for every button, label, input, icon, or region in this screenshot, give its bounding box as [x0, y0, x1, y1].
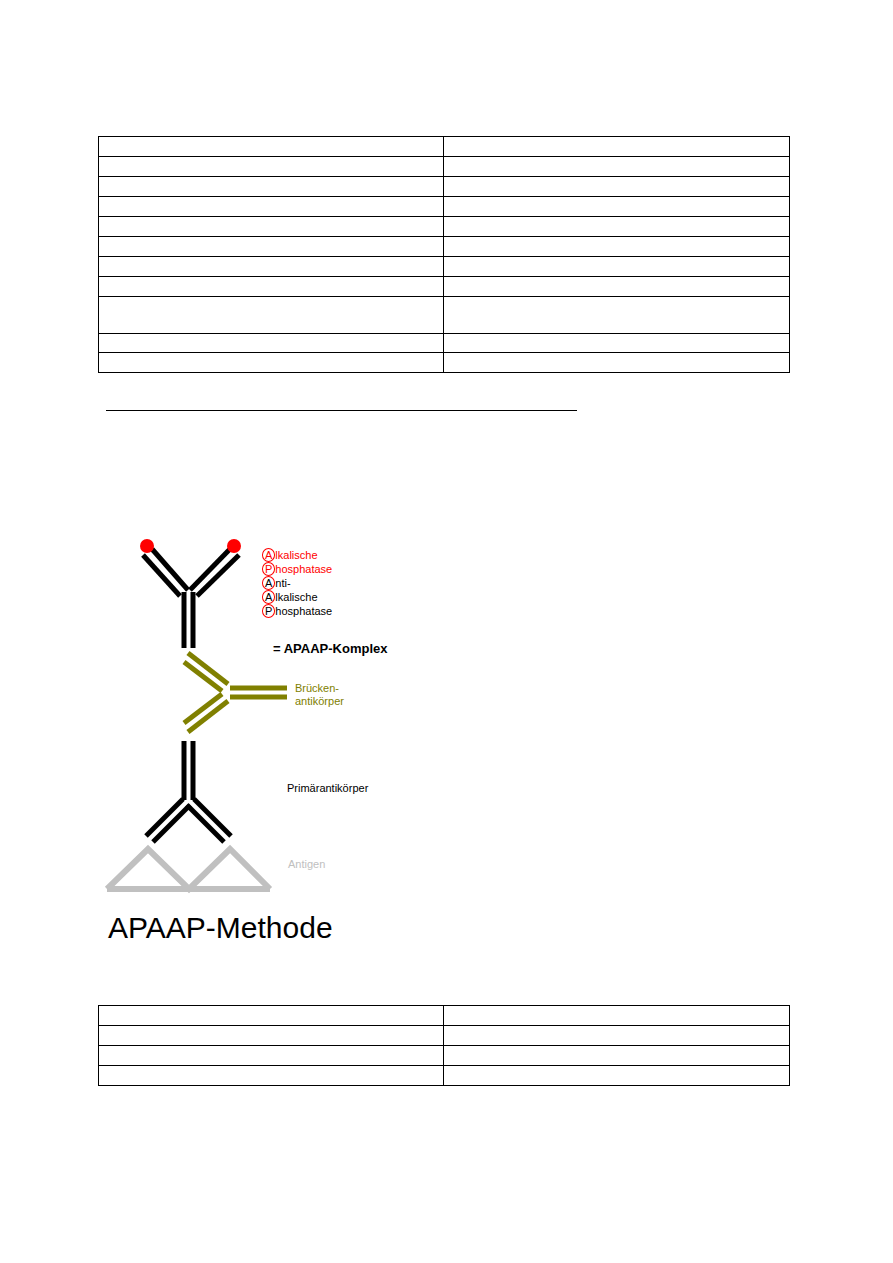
heading-underline — [106, 410, 577, 411]
bridge-antibody — [184, 653, 287, 732]
primary-antibody — [146, 741, 231, 842]
enzyme-label: Alkalische — [262, 549, 318, 562]
top-table — [98, 136, 790, 373]
bottom-table — [98, 1005, 790, 1086]
enzyme-label: Anti- — [262, 577, 291, 590]
antigen-label: Antigen — [288, 858, 325, 871]
figure-caption: APAAP-Methode — [108, 910, 333, 946]
apaap-complex-antibody — [140, 539, 241, 648]
bridge-label: Brücken- antikörper — [295, 682, 357, 708]
complex-label: = APAAP-Komplex — [273, 641, 388, 657]
enzyme-label: Alkalische — [262, 591, 318, 604]
antigen-shape — [107, 849, 270, 889]
enzyme-label: Phosphatase — [262, 605, 332, 618]
enzyme-label: Phosphatase — [262, 563, 332, 576]
primary-label: Primärantikörper — [287, 782, 368, 795]
